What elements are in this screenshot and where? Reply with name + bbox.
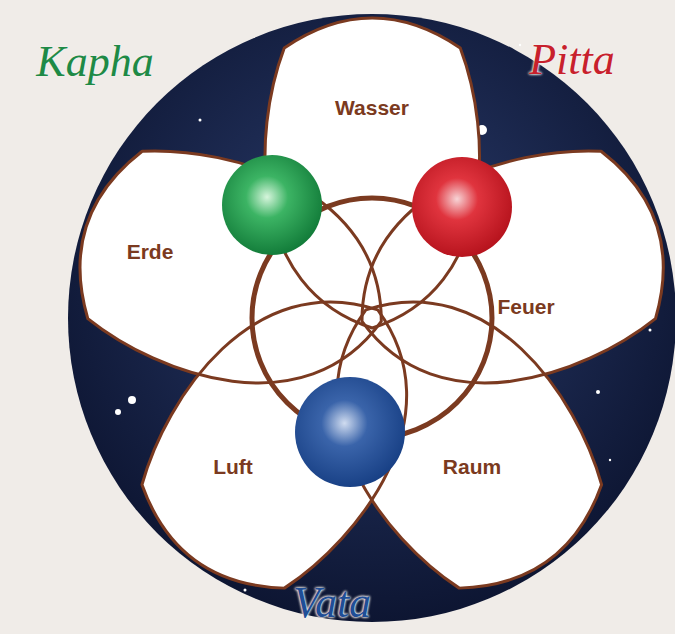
element-name: Erde	[127, 240, 174, 263]
petal-outline	[76, 147, 385, 387]
petal-outline-path	[329, 123, 675, 423]
element-petal: Erde	[76, 147, 385, 387]
dosha-label: Pitta	[529, 36, 615, 84]
dosha-label: Vata	[293, 579, 371, 627]
petal-outline-path	[265, 18, 480, 328]
petal-outline	[333, 298, 606, 592]
element-petal: Feuer	[358, 147, 667, 387]
element-petal: Wasser	[261, 14, 484, 332]
kapha-sphere	[222, 155, 322, 255]
element-name: Raum	[443, 455, 501, 478]
petal-fills	[54, 18, 675, 624]
vata-sphere	[295, 377, 405, 487]
element-name: Luft	[213, 455, 253, 478]
element-name: Feuer	[497, 295, 554, 318]
element-name: Wasser	[335, 96, 409, 119]
element-petal: Luft	[138, 298, 411, 592]
dosha-label: Kapha	[36, 38, 153, 86]
element-petal: Raum	[333, 298, 606, 592]
petal-outline-path	[54, 123, 415, 423]
pitta-sphere	[412, 157, 512, 257]
petal-outline	[138, 298, 411, 592]
petal-outline-path	[279, 247, 635, 624]
inner-ring	[252, 198, 492, 438]
petal-outline	[358, 147, 667, 387]
petal-outline	[261, 14, 484, 332]
